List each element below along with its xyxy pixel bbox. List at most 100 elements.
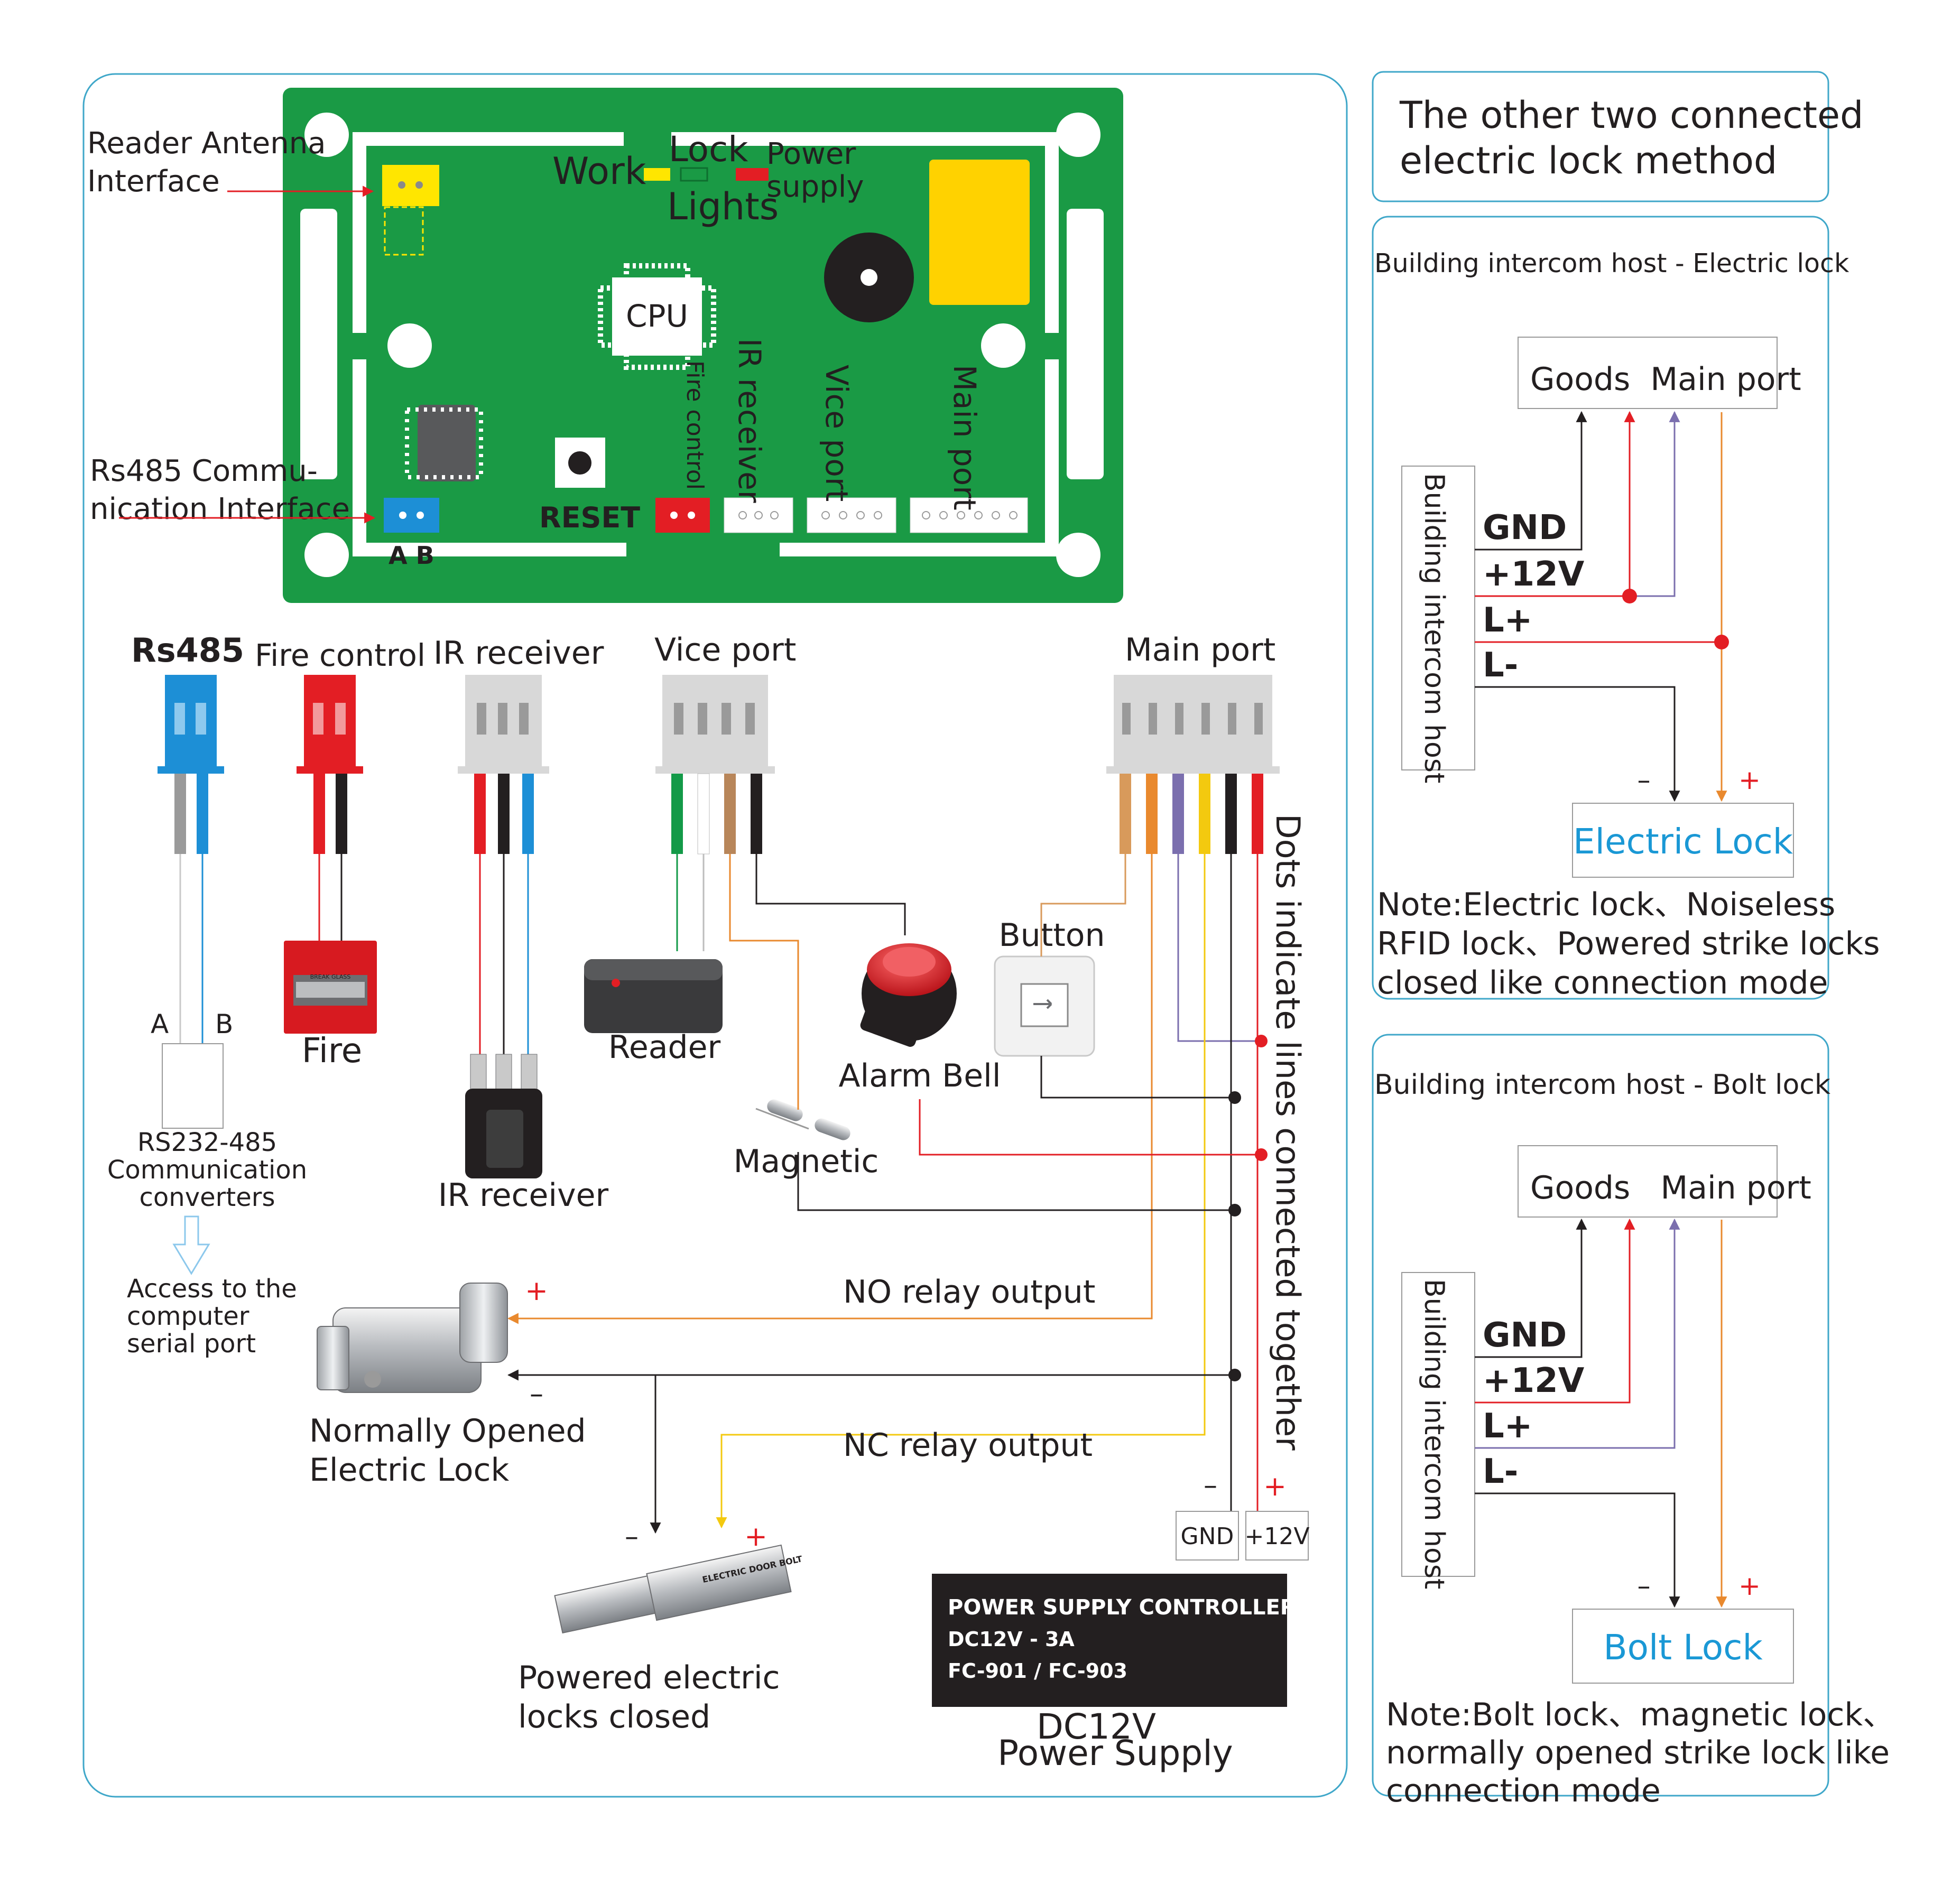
rs485-plug <box>158 675 224 1044</box>
lock-plus: + <box>525 1275 548 1307</box>
s1-ports-label: Goods Main port <box>1530 361 1801 398</box>
right-section1-frame <box>1372 216 1829 1000</box>
fire-plug <box>297 675 363 941</box>
alarm-bell-icon <box>860 943 957 1047</box>
s2-pin-12v: +12V <box>1483 1361 1585 1400</box>
exit-button-icon <box>994 955 1095 1057</box>
psu-plus: + <box>1263 1471 1287 1502</box>
electric-lock-icon <box>317 1283 508 1393</box>
s2-lock-label: Bolt Lock <box>1603 1627 1763 1668</box>
s1-plus: + <box>1738 765 1761 795</box>
main-plug <box>1106 675 1280 854</box>
ir-receiver-icon <box>465 1054 542 1178</box>
right-section2-frame <box>1372 1034 1829 1797</box>
magnetic-wire <box>729 854 799 1110</box>
mount-hole-icon <box>304 533 349 577</box>
power-supply-box: POWER SUPPLY CONTROLLER DC12V - 3A FC-90… <box>932 1574 1297 1707</box>
s2-heading: Building intercom host - Bolt lock <box>1374 1069 1830 1101</box>
psu-caption2: Power Supply <box>997 1733 1233 1773</box>
s2-pin-lplus: L+ <box>1483 1407 1532 1446</box>
v12-label: +12V <box>1245 1523 1310 1550</box>
s2-host-label: Building intercom host <box>1418 1279 1450 1589</box>
ab-label: A B <box>389 541 434 570</box>
lock-led-label: Lock <box>669 129 748 170</box>
psu-line1: POWER SUPPLY CONTROLLER <box>948 1595 1297 1620</box>
s2-plus: + <box>1738 1571 1761 1601</box>
s2-wiring <box>1475 1218 1727 1608</box>
mount-hole-icon <box>981 323 1025 368</box>
mount-hole-icon <box>304 113 349 157</box>
reader-label: Reader <box>608 1029 721 1066</box>
main-port-board-label: Main port <box>947 365 983 510</box>
s2-note: Note:Bolt lock、magnetic lock、normally op… <box>1386 1696 1894 1809</box>
s1-pin-lplus: L+ <box>1483 601 1532 640</box>
s1-lock-box <box>1572 803 1794 878</box>
rs485-interface-label: Rs485 Commu-nication Interface <box>90 454 350 526</box>
alarm-bell-wire <box>755 854 906 935</box>
s1-wiring <box>1475 411 1729 802</box>
right-title-frame <box>1372 71 1829 202</box>
work-led <box>644 168 670 181</box>
lights-label: Lights <box>667 185 779 228</box>
bolt-plus: + <box>744 1521 767 1553</box>
s1-host-label: Building intercom host <box>1418 473 1450 783</box>
ir-connector-label: IR receiver <box>433 635 604 672</box>
rs485-connector-label: Rs485 <box>131 631 244 670</box>
bolt-minus: – <box>625 1521 639 1553</box>
magnetic-sensor-icon <box>755 1099 850 1140</box>
down-arrow-icon <box>172 1215 210 1275</box>
lock-minus: – <box>530 1378 543 1410</box>
s1-pin-lminus: L- <box>1483 646 1518 685</box>
svg-text:BREAK GLASS: BREAK GLASS <box>310 973 351 980</box>
mount-hole-icon <box>1056 113 1100 157</box>
pcb-board <box>283 88 1123 603</box>
magnetic-label: Magnetic <box>734 1143 879 1180</box>
fire-port-label: Fire control <box>681 360 708 490</box>
s2-minus: – <box>1638 1571 1651 1601</box>
converter-box <box>162 1043 224 1129</box>
no-relay-label: NO relay output <box>843 1274 1095 1311</box>
cpu-label: CPU <box>626 298 688 334</box>
s2-ports-box <box>1518 1145 1778 1218</box>
vice-plug <box>655 675 775 855</box>
fire-label: Fire <box>302 1032 362 1071</box>
lock-led <box>680 167 708 182</box>
nc-relay-label: NC relay output <box>843 1427 1093 1464</box>
dots-note: Dots indicate lines connected together <box>1269 814 1307 1451</box>
vice-port-board-label: Vice port <box>819 365 855 501</box>
gnd-terminal <box>1176 1511 1239 1561</box>
s2-host-box <box>1401 1272 1475 1577</box>
button-label: Button <box>999 917 1105 954</box>
s1-pin-12v: +12V <box>1483 555 1585 594</box>
s2-ports-label: Goods Main port <box>1530 1169 1811 1206</box>
psu-caption1: DC12V <box>1037 1706 1156 1747</box>
s1-pin-gnd: GND <box>1483 508 1567 547</box>
bolt-lock-icon: ELECTRIC DOOR BOLT <box>554 1544 803 1634</box>
psu-line3: FC-901 / FC-903 <box>948 1659 1127 1683</box>
v12-terminal <box>1245 1511 1309 1561</box>
ir-board-connector <box>724 497 793 533</box>
antenna-connector <box>382 165 439 206</box>
mount-hole-icon <box>387 323 432 368</box>
s2-pin-gnd: GND <box>1483 1316 1567 1355</box>
mount-hole-icon <box>1056 533 1100 577</box>
a-label: A <box>151 1009 169 1039</box>
ir-plug <box>458 675 549 1054</box>
main-connector-label: Main port <box>1125 631 1275 668</box>
power-led <box>736 168 769 181</box>
card-reader-icon <box>584 959 723 1033</box>
s2-lock-box <box>1572 1609 1794 1684</box>
fire-connector-label: Fire control <box>255 637 426 673</box>
s1-lock-label: Electric Lock <box>1573 821 1793 862</box>
s2-pin-lminus: L- <box>1483 1452 1518 1491</box>
fire-alarm-icon: BREAK GLASS <box>284 941 377 1034</box>
vice-board-connector <box>807 497 896 533</box>
